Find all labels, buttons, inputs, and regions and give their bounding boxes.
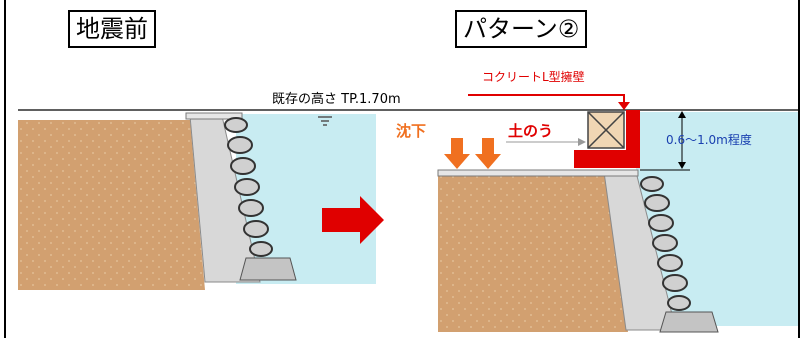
raise-amount-label: 0.6～1.0m程度 [666,133,752,147]
foot-block-right [659,311,719,333]
cap-right [437,169,639,177]
cap-left [185,112,243,120]
riprap-left [224,117,273,257]
frame-left-line [4,0,6,338]
sandbag-pointer-head [578,138,586,146]
foot-block-left [239,257,297,281]
water-level-mark-left [318,116,332,126]
l-wall-leader-head [618,102,630,110]
frame-right-line [798,0,800,338]
raise-arrow-down [678,162,686,169]
sinkage-label: 沈下 [396,122,427,140]
title-before-earthquake: 地震前 [68,10,156,48]
raise-arrow-up [678,111,686,118]
transition-arrow [322,196,384,244]
after-scene [437,94,798,333]
riprap-right [640,176,691,311]
title-pattern-2: パターン② [455,10,588,48]
l-wall-leader [468,94,625,104]
sandbag-label: 土のう [508,122,554,140]
sinkage-arrow-1 [444,138,470,169]
before-scene [18,112,376,290]
existing-height-label: 既存の高さ TP.1.70m [272,92,401,107]
sinkage-arrow-2 [475,138,501,169]
l-shaped-wall [574,110,640,168]
l-wall-label: コクリートL型擁壁 [482,70,585,84]
soil-right [438,176,628,332]
soil-left [18,120,205,290]
sandbag-cross [587,111,625,149]
